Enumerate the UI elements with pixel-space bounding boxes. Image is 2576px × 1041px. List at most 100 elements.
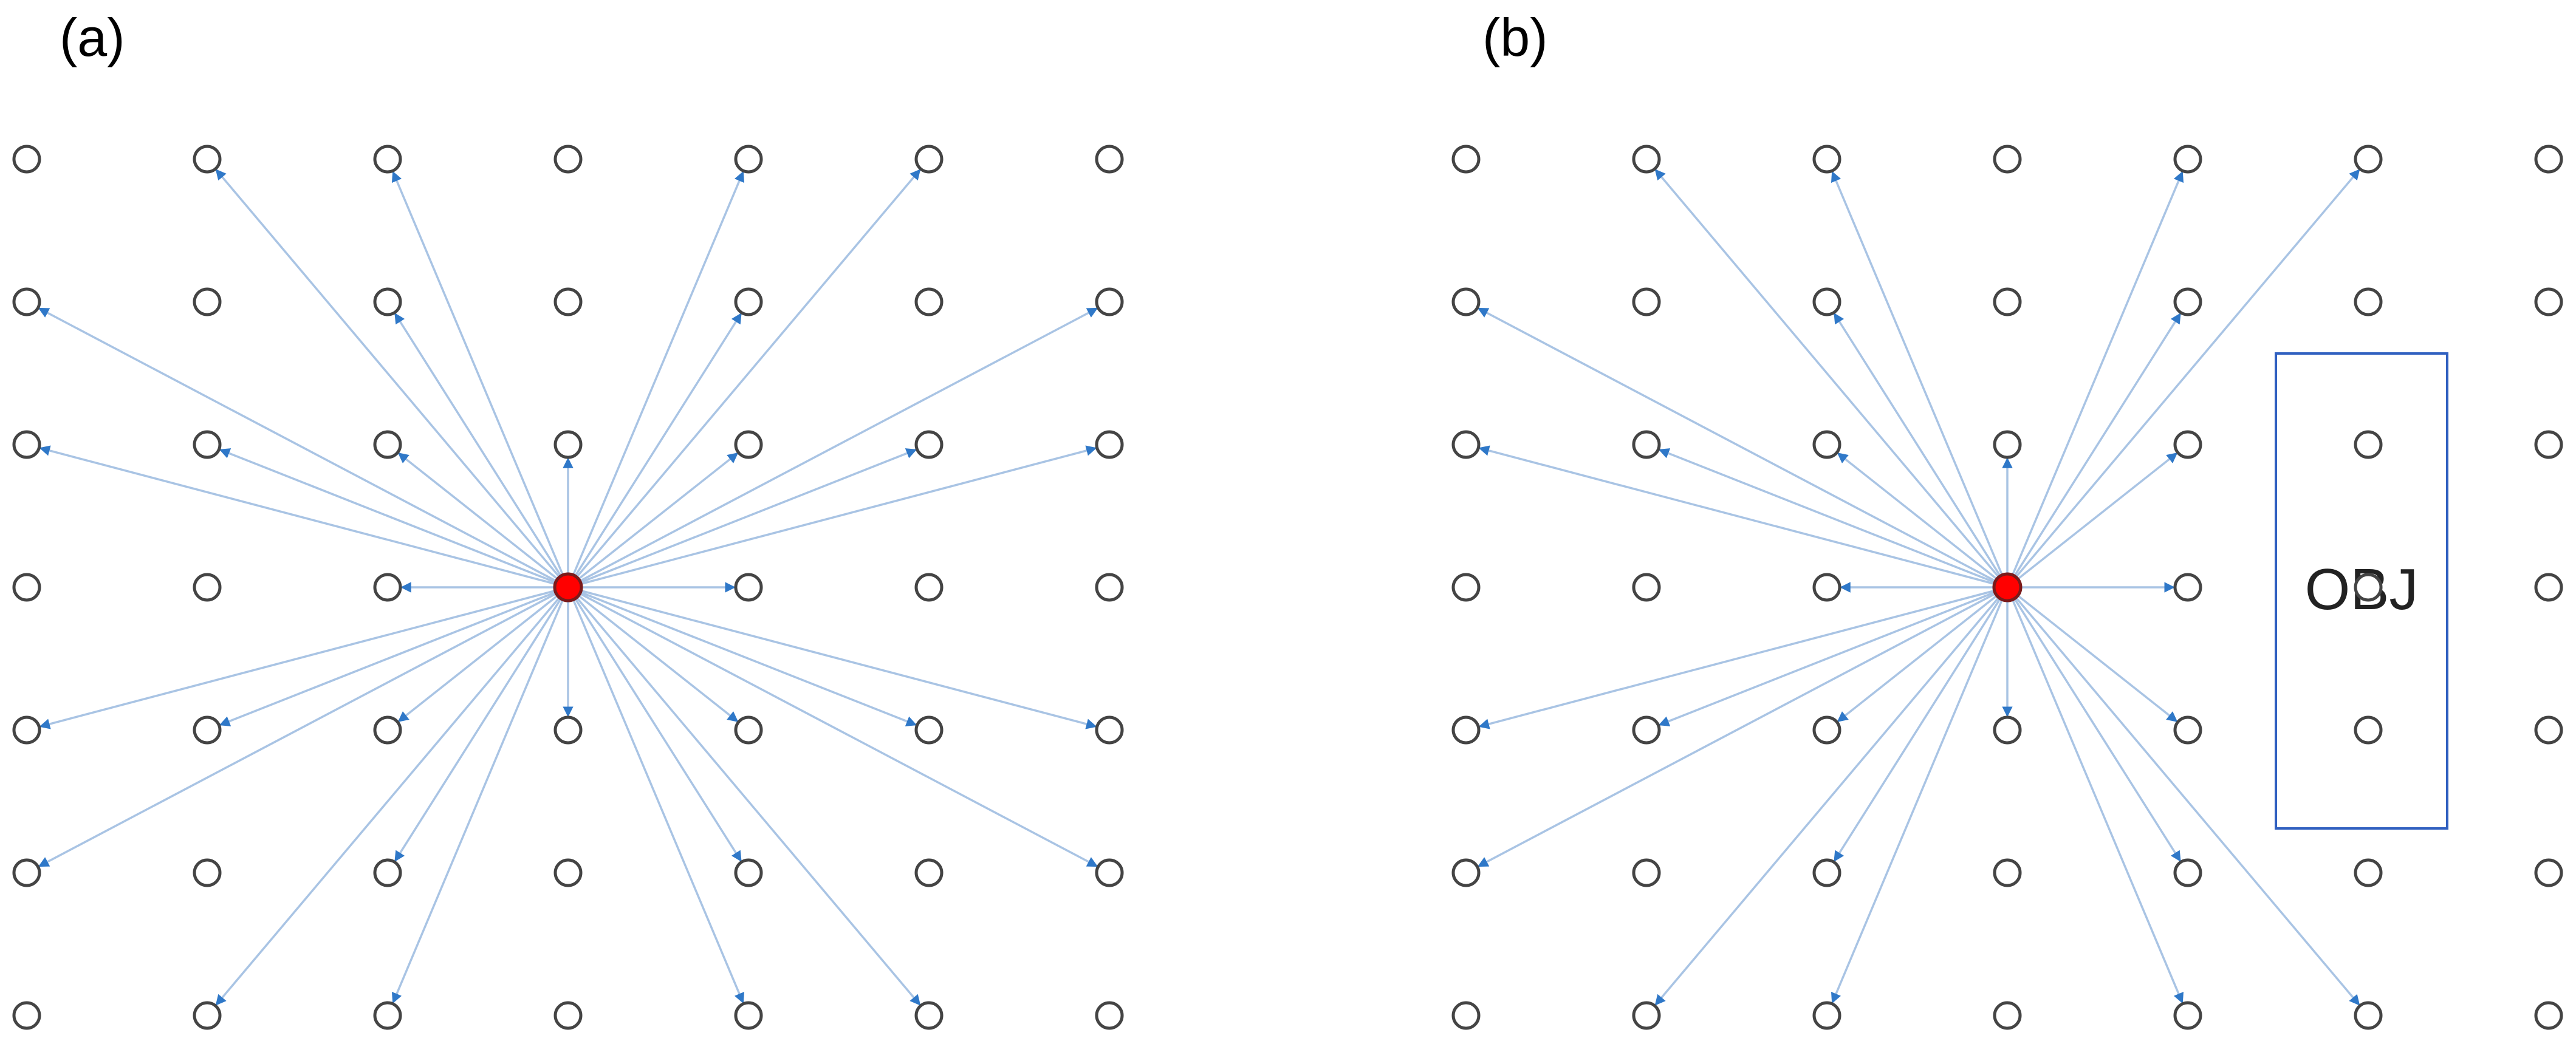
grid-node: [12, 715, 41, 745]
arrow: [1831, 600, 2003, 1004]
grid-node: [1993, 715, 2022, 745]
grid-node: [1812, 145, 1841, 174]
grid-node: [914, 287, 944, 316]
panel-b: (b) OBJ: [1451, 7, 2563, 1030]
grid-node: [1632, 1001, 1661, 1030]
arrow: [394, 312, 561, 576]
grid-node: [1812, 715, 1841, 745]
grid-node: [734, 858, 763, 887]
grid-node: [193, 430, 222, 459]
grid-node: [193, 1001, 222, 1030]
arrow: [219, 448, 555, 583]
arrow: [2014, 599, 2182, 862]
grid-node: [553, 858, 583, 887]
grid-node: [1451, 573, 1481, 602]
arrow: [2012, 171, 2184, 575]
grid-node: [373, 145, 402, 174]
grid-node: [373, 573, 402, 602]
arrow: [577, 598, 921, 1006]
panel-b-source: [1992, 572, 2023, 602]
grid-node: [2173, 430, 2202, 459]
grid-node: [2354, 145, 2383, 174]
grid-node: [1095, 715, 1124, 745]
arrow: [580, 307, 1098, 582]
grid-node: [2354, 573, 2383, 602]
source-node: [553, 572, 583, 602]
arrow: [581, 445, 1097, 585]
grid-node: [553, 715, 583, 745]
grid-node: [1812, 430, 1841, 459]
grid-node: [373, 1001, 402, 1030]
grid-node: [1632, 858, 1661, 887]
grid-node: [553, 430, 583, 459]
obstacle-box: [2275, 352, 2448, 830]
grid-node: [1095, 430, 1124, 459]
grid-node: [12, 287, 41, 316]
grid-node: [373, 715, 402, 745]
grid-node: [1632, 715, 1661, 745]
grid-node: [1632, 430, 1661, 459]
grid-node: [914, 858, 944, 887]
grid-node: [2173, 1001, 2202, 1030]
grid-node: [1451, 287, 1481, 316]
panel-a-label: (a): [60, 7, 125, 67]
arrow: [1654, 169, 1999, 577]
grid-node: [914, 715, 944, 745]
grid-node: [1095, 145, 1124, 174]
grid-node: [734, 1001, 763, 1030]
arrow: [581, 448, 917, 583]
grid-node: [1451, 858, 1481, 887]
grid-node: [1632, 287, 1661, 316]
grid-node: [193, 287, 222, 316]
grid-node: [734, 287, 763, 316]
arrow: [1477, 307, 1995, 582]
grid-node: [2534, 145, 2563, 174]
arrow: [1837, 452, 1997, 579]
grid-node: [2534, 715, 2563, 745]
grid-node: [373, 430, 402, 459]
arrow: [577, 169, 921, 577]
arrow: [1837, 595, 1997, 723]
grid-node: [734, 145, 763, 174]
grid-node: [1993, 858, 2022, 887]
arrow: [1833, 312, 2001, 576]
arrow: [581, 590, 1097, 729]
grid-node: [2354, 287, 2383, 316]
grid-node: [2534, 287, 2563, 316]
arrow: [215, 169, 560, 577]
arrow: [1658, 448, 1995, 583]
source-node: [1992, 572, 2023, 602]
grid-node: [2173, 858, 2202, 887]
grid-node: [1812, 858, 1841, 887]
arrow: [1658, 592, 1995, 726]
arrow: [578, 595, 739, 723]
grid-node: [1451, 430, 1481, 459]
grid-node: [193, 145, 222, 174]
grid-node: [12, 430, 41, 459]
arrow: [1477, 593, 1995, 867]
grid-node: [734, 715, 763, 745]
grid-node: [553, 1001, 583, 1030]
grid-node: [1095, 573, 1124, 602]
grid-node: [2534, 430, 2563, 459]
arrow: [397, 452, 558, 579]
panel-a-nodes: [12, 145, 1124, 1030]
arrow: [1478, 445, 1994, 585]
grid-node: [2173, 145, 2202, 174]
grid-node: [193, 858, 222, 887]
grid-node: [373, 858, 402, 887]
grid-node: [1095, 858, 1124, 887]
arrow: [39, 590, 555, 729]
arrow: [1833, 599, 2001, 862]
grid-node: [1993, 287, 2022, 316]
panel-b-arrows: [1477, 169, 2360, 1006]
panel-a: (a): [12, 7, 1124, 1030]
arrow: [581, 592, 917, 726]
panel-a-arrows: [38, 169, 1098, 1006]
grid-node: [193, 573, 222, 602]
arrow: [575, 312, 742, 576]
grid-node: [914, 573, 944, 602]
grid-node: [1812, 1001, 1841, 1030]
grid-node: [553, 287, 583, 316]
